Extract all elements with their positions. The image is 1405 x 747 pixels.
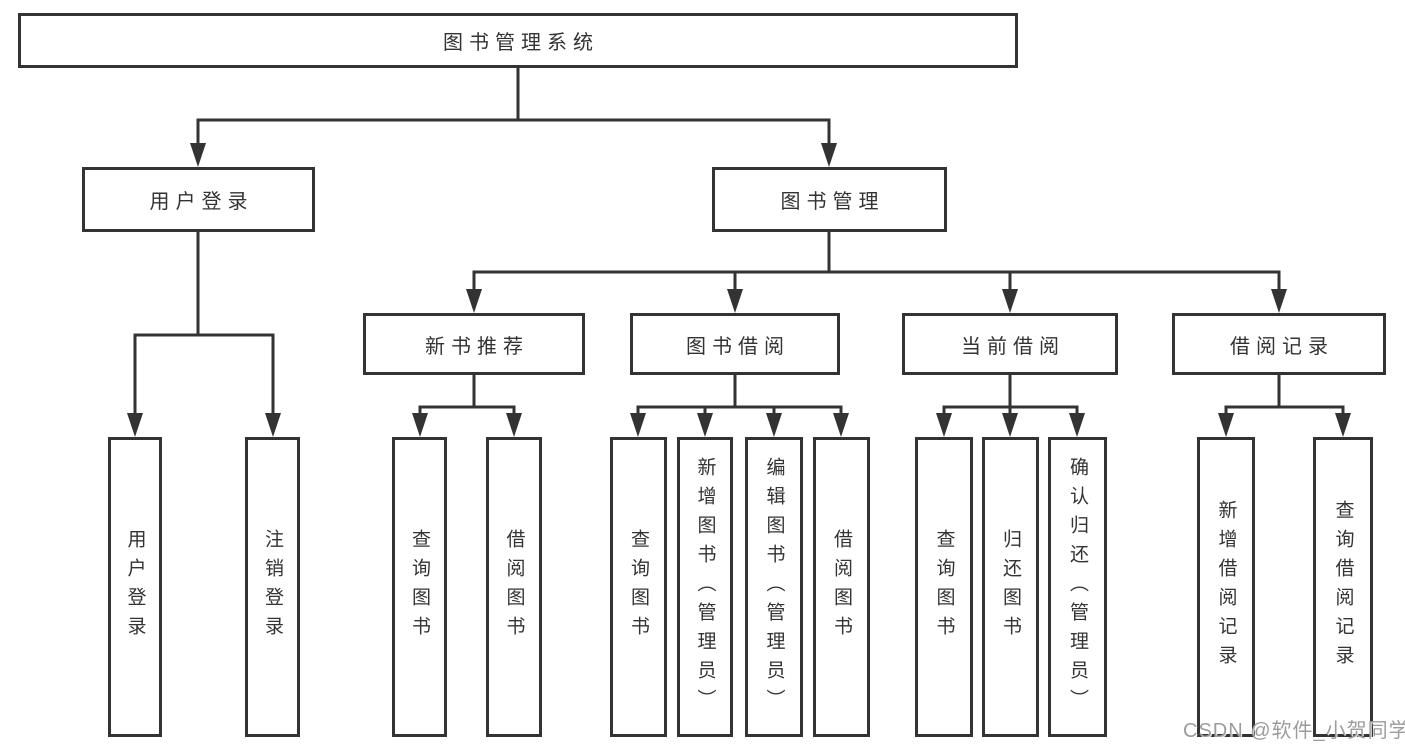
leaf-label: 借阅图书 (831, 529, 852, 645)
leaf-label: 新增借阅记录 (1215, 500, 1237, 674)
leaf-query-borrow-record: 查询借阅记录 (1313, 437, 1373, 737)
arrow-icon (727, 289, 743, 313)
arrow-icon (412, 413, 428, 437)
leaf-add-borrow-record: 新增借阅记录 (1197, 437, 1255, 737)
node-current-borrow: 当前借阅 (902, 313, 1118, 375)
connector-new-book-split (418, 375, 516, 415)
node-borrow-records: 借阅记录 (1172, 313, 1386, 375)
connector-current-borrow-split (942, 375, 1079, 415)
leaf-label: 新增图书（管理员） (694, 456, 716, 718)
connector-borrow-records-split (1224, 375, 1345, 415)
leaf-label: 归还图书 (1000, 529, 1021, 645)
leaf-label: 注销登录 (262, 529, 283, 645)
arrow-icon (1002, 289, 1018, 313)
arrow-icon (506, 413, 522, 437)
leaf-label: 查询图书 (628, 529, 649, 645)
arrow-icon (821, 143, 837, 167)
leaf-return-books: 归还图书 (982, 437, 1039, 737)
leaf-label: 确认归还（管理员） (1067, 456, 1088, 718)
leaf-borrow-books: 借阅图书 (486, 437, 542, 737)
arrow-icon (936, 413, 952, 437)
leaf-borrow-books: 借阅图书 (813, 437, 870, 737)
arrow-icon (697, 413, 713, 437)
arrow-icon (190, 143, 206, 167)
arrow-icon (1069, 413, 1085, 437)
connector-book-borrow-split (636, 375, 843, 415)
leaf-query-books: 查询图书 (610, 437, 667, 737)
connector-book-management-split (472, 232, 1281, 291)
arrow-icon (466, 289, 482, 313)
connector-user-login-split (133, 232, 275, 415)
leaf-label: 用户登录 (124, 529, 146, 645)
watermark: CSDN @软件_小贺同学 (1183, 720, 1405, 742)
arrow-icon (265, 413, 281, 437)
arrow-icon (1218, 413, 1234, 437)
leaf-label: 查询借阅记录 (1332, 500, 1354, 674)
leaf-add-books-admin: 新增图书（管理员） (677, 437, 733, 737)
arrow-icon (127, 413, 143, 437)
connector-root-split (196, 68, 831, 145)
leaf-query-books: 查询图书 (915, 437, 973, 737)
leaf-query-books: 查询图书 (392, 437, 447, 737)
leaf-logout: 注销登录 (245, 437, 300, 737)
arrow-icon (1002, 413, 1018, 437)
arrow-icon (833, 413, 849, 437)
arrow-icon (630, 413, 646, 437)
leaf-user-login: 用户登录 (108, 437, 162, 737)
leaf-label: 借阅图书 (503, 529, 525, 645)
leaf-confirm-return-admin: 确认归还（管理员） (1048, 437, 1107, 737)
node-new-book-recommend: 新书推荐 (363, 313, 585, 375)
node-library-management-system: 图书管理系统 (18, 13, 1018, 68)
leaf-edit-books-admin: 编辑图书（管理员） (745, 437, 803, 737)
leaf-label: 查询图书 (933, 529, 955, 645)
leaf-label: 编辑图书（管理员） (763, 456, 785, 718)
leaf-label: 查询图书 (409, 529, 430, 645)
node-book-borrow: 图书借阅 (630, 313, 840, 375)
arrow-icon (1335, 413, 1351, 437)
node-user-login: 用户登录 (82, 167, 315, 232)
arrow-icon (766, 413, 782, 437)
arrow-icon (1271, 289, 1287, 313)
node-book-management: 图书管理 (712, 167, 947, 232)
